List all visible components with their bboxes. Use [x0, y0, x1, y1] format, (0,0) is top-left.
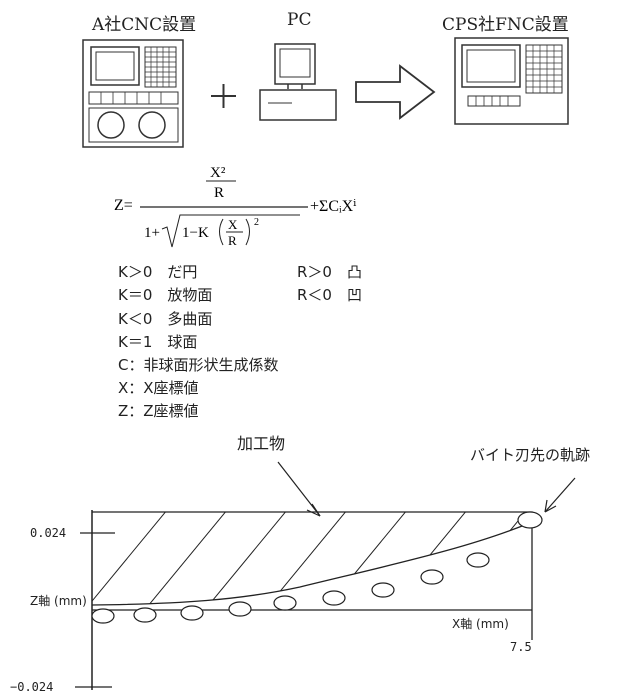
formula-ratio-r: R	[228, 233, 237, 248]
x-end-value: 7.5	[510, 640, 532, 654]
plus-icon	[211, 84, 236, 108]
definition-z: Z：Z座標値	[118, 402, 199, 420]
tool-tip-ellipse	[371, 582, 395, 598]
definition-k-eq0: K＝0 放物面	[118, 286, 213, 304]
formula-denominator-one: 1+	[144, 225, 160, 241]
definition-c: C：非球面形状生成係数	[118, 356, 279, 374]
tool-path-arrowhead	[544, 499, 557, 513]
workpiece-outline	[91, 511, 533, 606]
arrow-right-icon	[355, 64, 436, 120]
z-axis-label: Z軸 (mm)	[30, 594, 87, 608]
definition-r-gt0: R＞0 凸	[297, 263, 362, 281]
definition-x: X：X座標値	[118, 379, 199, 397]
definition-k-lt0: K＜0 多曲面	[118, 310, 213, 328]
tool-tip-path	[91, 511, 543, 624]
definition-r-lt0: R＜0 凹	[297, 286, 362, 304]
tool-path-leader	[544, 477, 576, 513]
aspheric-formula: Z= X² R 1+ 1−K X R 2 +ΣCᵢXⁱ	[114, 165, 356, 248]
tool-tip-ellipse	[228, 601, 252, 617]
tool-tip-ellipse	[322, 590, 346, 606]
definition-k-eq1: K＝1 球面	[118, 333, 198, 351]
pc-caption: PC	[287, 10, 312, 30]
cnc-cps-caption: CPS社FNC設置	[442, 15, 569, 35]
workpiece-arrowhead	[306, 503, 321, 517]
formula-ratio-x: X	[228, 217, 238, 232]
x-axis-label: X軸 (mm)	[452, 617, 509, 631]
tool-tip-ellipse	[517, 511, 543, 529]
equipment-illustration	[82, 37, 569, 148]
pc-icon	[259, 43, 337, 121]
tool-tip-ellipse	[273, 595, 297, 611]
tool-tip-ellipse	[420, 569, 444, 585]
formula-lhs: Z=	[114, 197, 133, 214]
formula-one-minus-k: 1−K	[182, 225, 209, 241]
cnc-a-controller-icon	[82, 39, 184, 148]
tool-tip-ellipse	[180, 605, 204, 621]
y-tick-label-top: 0.024	[30, 526, 67, 540]
tool-path-label: バイト刃先の軌跡	[470, 446, 591, 464]
y-tick-label-bottom: −0.024	[10, 680, 54, 694]
workpiece-label: 加工物	[237, 434, 286, 453]
tool-tip-ellipse	[133, 607, 157, 623]
formula-numerator-x2: X²	[210, 165, 226, 181]
tool-tip-ellipse	[466, 552, 490, 568]
formula-exponent: 2	[254, 217, 259, 228]
cnc-cps-controller-icon	[454, 37, 569, 125]
cnc-a-caption: A社CNC設置	[92, 15, 197, 35]
formula-numerator-r: R	[214, 185, 224, 201]
definition-k-gt0: K＞0 だ円	[118, 263, 198, 281]
formula-tail: +ΣCᵢXⁱ	[310, 198, 356, 215]
tool-tip-ellipse	[91, 608, 115, 624]
workpiece-leader	[277, 461, 321, 517]
